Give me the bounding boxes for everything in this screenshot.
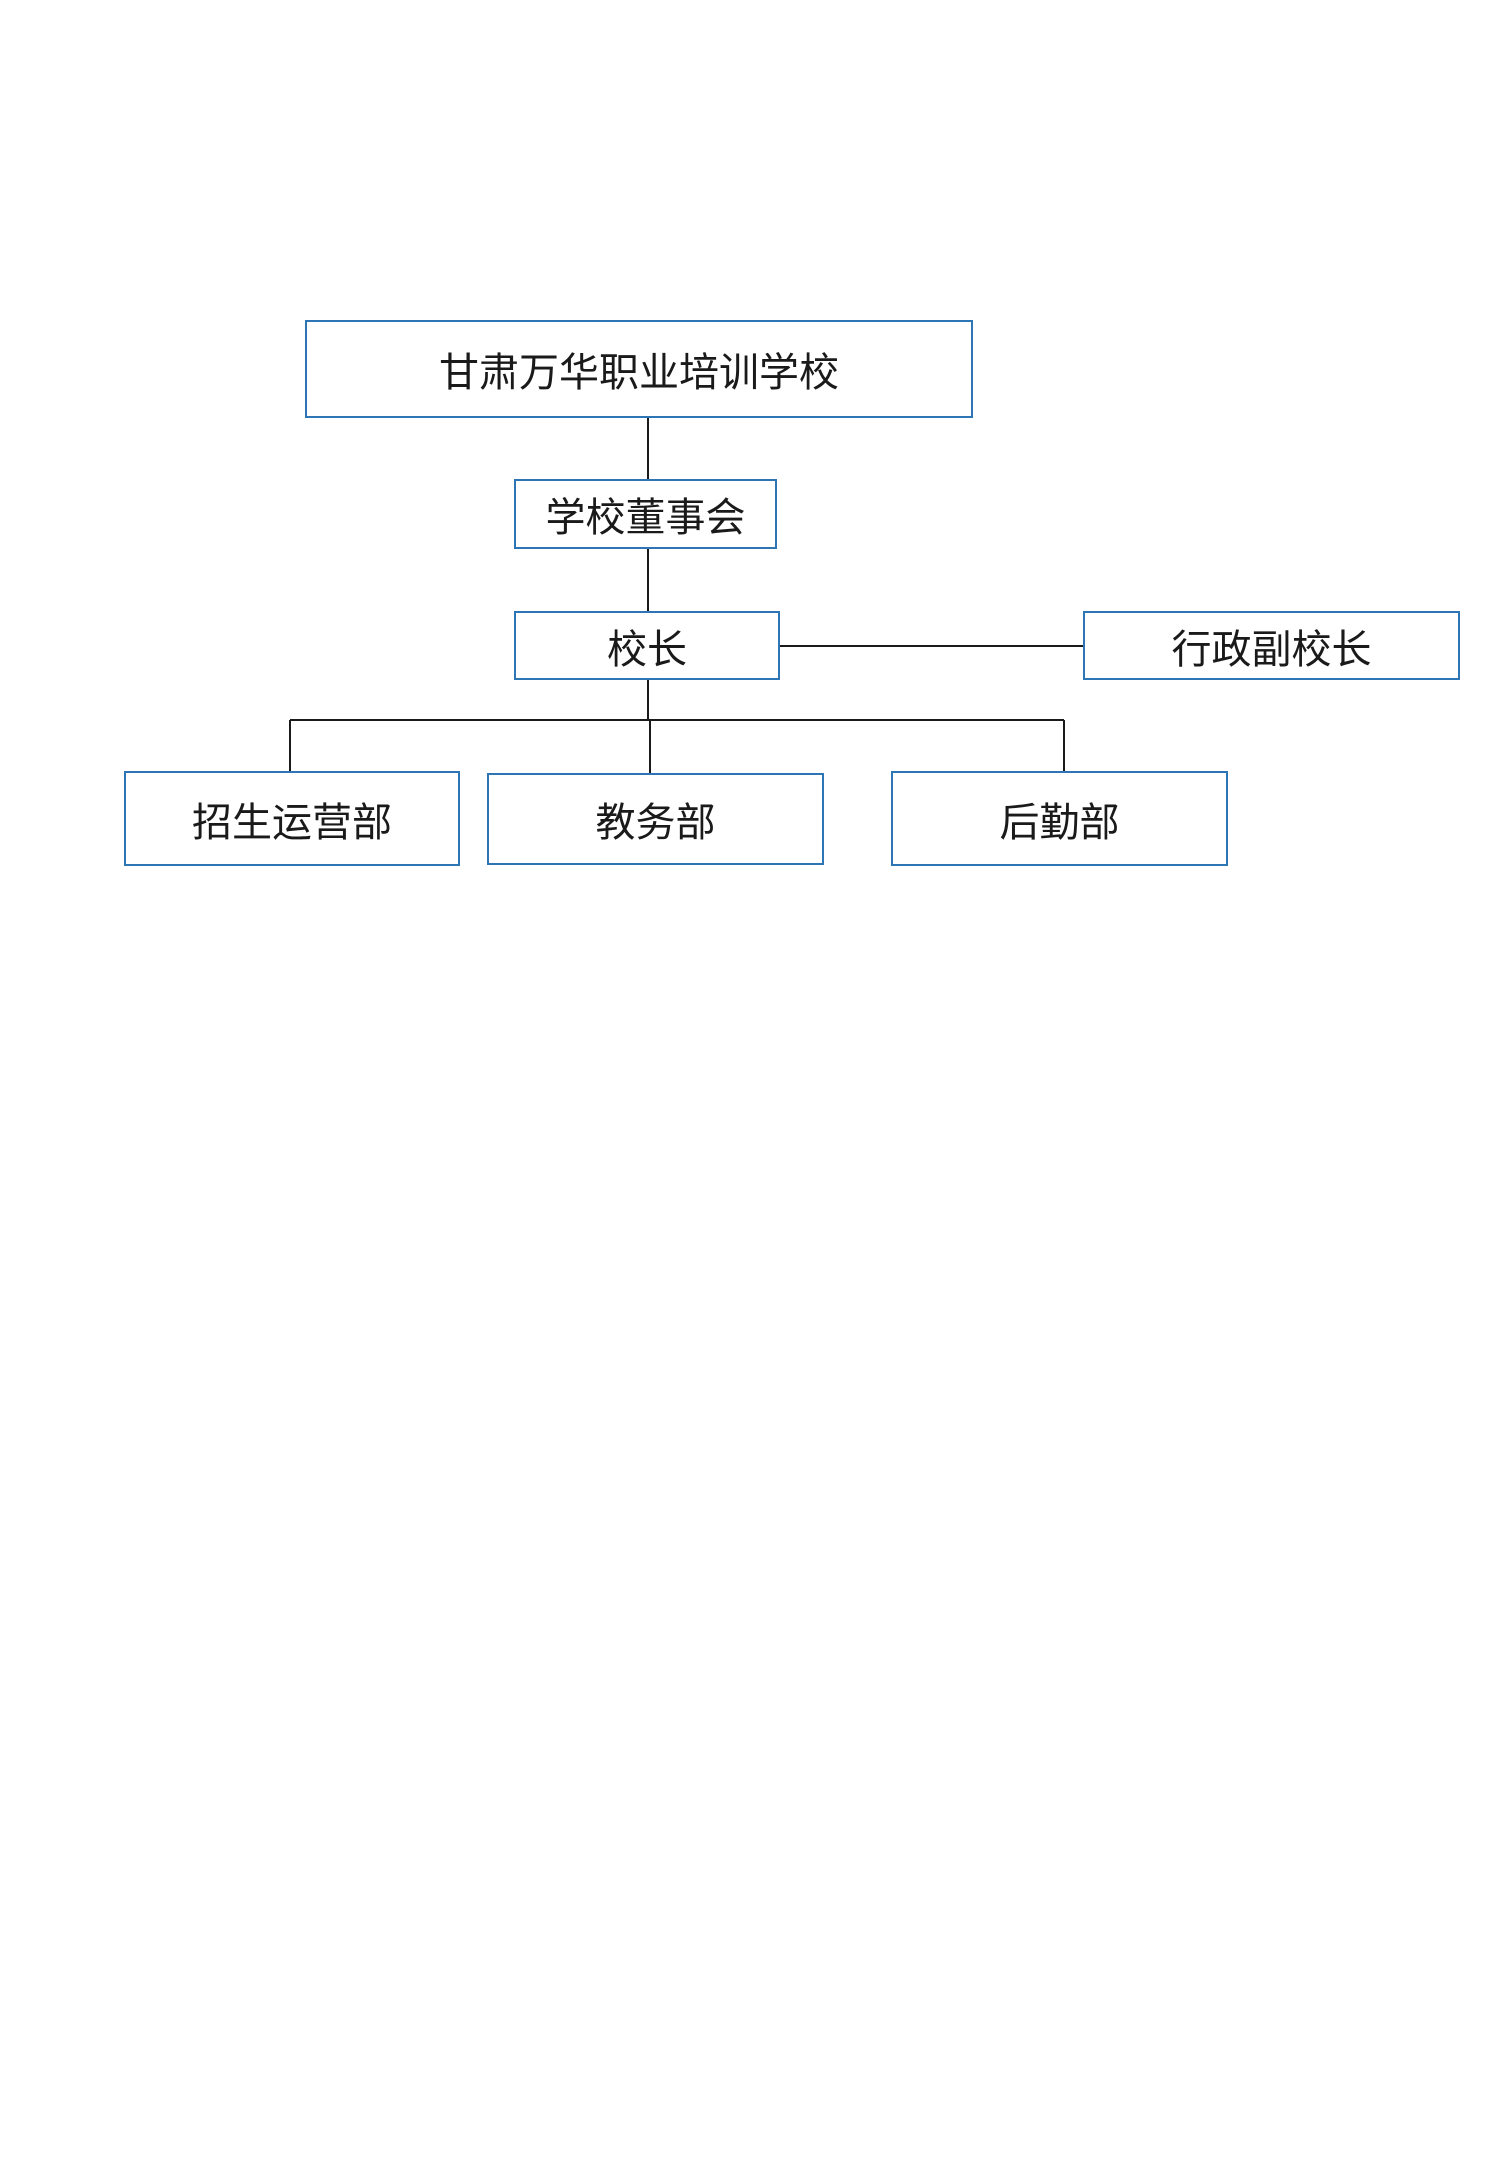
node-dept-label: 招生运营部 <box>192 799 392 846</box>
node-vice-principal-label: 行政副校长 <box>1171 626 1372 673</box>
node-board-label: 学校董事会 <box>545 495 746 541</box>
node-dept-label: 后勤部 <box>999 799 1120 846</box>
node-academic-affairs-dept: 教务部 <box>487 773 824 865</box>
node-principal: 校长 <box>514 611 780 680</box>
node-school-label: 甘肃万华职业培训学校 <box>439 350 839 396</box>
node-principal-label: 校长 <box>607 626 687 673</box>
node-school: 甘肃万华职业培训学校 <box>305 320 973 418</box>
node-logistics-dept: 后勤部 <box>891 771 1228 866</box>
node-vice-principal: 行政副校长 <box>1083 611 1460 680</box>
node-dept-label: 教务部 <box>595 800 716 846</box>
node-board-of-directors: 学校董事会 <box>514 479 777 549</box>
node-enrollment-operations-dept: 招生运营部 <box>124 771 460 866</box>
